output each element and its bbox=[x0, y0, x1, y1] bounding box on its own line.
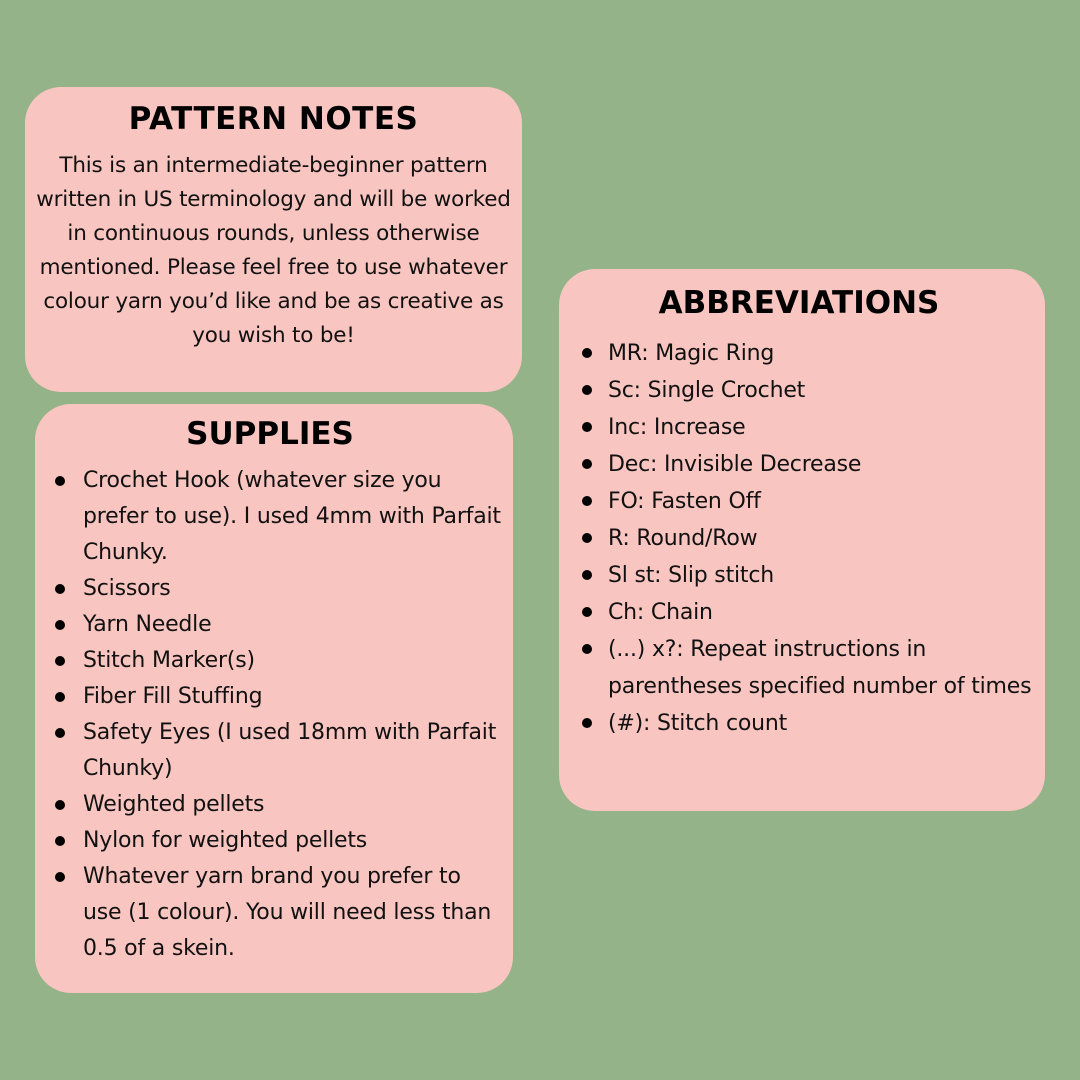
abbreviations-list-item: Sl st: Slip stitch bbox=[559, 557, 1039, 594]
supplies-item-text: Yarn Needle bbox=[83, 612, 212, 637]
abbreviations-list-item: (...) x?: Repeat instructions in parenth… bbox=[559, 631, 1039, 705]
abbreviation-text: FO: Fasten Off bbox=[608, 489, 761, 514]
abbreviations-list-item: R: Round/Row bbox=[559, 520, 1039, 557]
abbreviations-list-item: Ch: Chain bbox=[559, 594, 1039, 631]
abbreviations-list-item: FO: Fasten Off bbox=[559, 483, 1039, 520]
supplies-list-item: Stitch Marker(s) bbox=[35, 643, 505, 679]
bullet-icon bbox=[582, 348, 592, 358]
bullet-icon bbox=[582, 570, 592, 580]
supplies-list-item: Crochet Hook (whatever size you prefer t… bbox=[35, 463, 505, 571]
bullet-icon bbox=[582, 533, 592, 543]
abbreviations-list-item: Sc: Single Crochet bbox=[559, 372, 1039, 409]
supplies-list-item: Weighted pellets bbox=[35, 787, 505, 823]
bullet-icon bbox=[55, 836, 65, 846]
abbreviation-text: Inc: Increase bbox=[608, 415, 746, 440]
abbreviation-text: MR: Magic Ring bbox=[608, 341, 775, 366]
abbreviations-card: ABBREVIATIONS MR: Magic Ring Sc: Single … bbox=[559, 269, 1045, 811]
pattern-notes-body: This is an intermediate-beginner pattern… bbox=[36, 153, 511, 348]
abbreviation-text: Sc: Single Crochet bbox=[608, 378, 806, 403]
supplies-list-item: Safety Eyes (I used 18mm with Parfait Ch… bbox=[35, 715, 505, 787]
pattern-notes-title: PATTERN NOTES bbox=[128, 101, 419, 137]
abbreviations-list-item: Dec: Invisible Decrease bbox=[559, 446, 1039, 483]
supplies-item-text: Whatever yarn brand you prefer to use (1… bbox=[83, 864, 492, 961]
supplies-list-item: Nylon for weighted pellets bbox=[35, 823, 505, 859]
supplies-title: SUPPLIES bbox=[186, 416, 354, 452]
supplies-item-text: Nylon for weighted pellets bbox=[83, 828, 368, 853]
supplies-list-item: Whatever yarn brand you prefer to use (1… bbox=[35, 859, 505, 967]
abbreviation-text: (...) x?: Repeat instructions in parenth… bbox=[608, 637, 1032, 699]
bullet-icon bbox=[55, 800, 65, 810]
abbreviation-text: Dec: Invisible Decrease bbox=[608, 452, 862, 477]
abbreviations-list-item: Inc: Increase bbox=[559, 409, 1039, 446]
bullet-icon bbox=[55, 476, 65, 486]
bullet-icon bbox=[55, 584, 65, 594]
abbreviation-text: Sl st: Slip stitch bbox=[608, 563, 774, 588]
abbreviation-text: Ch: Chain bbox=[608, 600, 713, 625]
supplies-item-text: Fiber Fill Stuffing bbox=[83, 684, 263, 709]
pattern-notes-card: PATTERN NOTES This is an intermediate-be… bbox=[25, 87, 522, 392]
supplies-list-item: Fiber Fill Stuffing bbox=[35, 679, 505, 715]
bullet-icon bbox=[55, 692, 65, 702]
supplies-card: SUPPLIES Crochet Hook (whatever size you… bbox=[35, 404, 513, 993]
supplies-item-text: Scissors bbox=[83, 576, 171, 601]
bullet-icon bbox=[582, 385, 592, 395]
supplies-item-text: Crochet Hook (whatever size you prefer t… bbox=[83, 468, 501, 565]
supplies-item-text: Safety Eyes (I used 18mm with Parfait Ch… bbox=[83, 720, 497, 781]
bullet-icon bbox=[582, 422, 592, 432]
bullet-icon bbox=[582, 644, 592, 654]
abbreviation-text: (#): Stitch count bbox=[608, 711, 788, 736]
bullet-icon bbox=[582, 496, 592, 506]
bullet-icon bbox=[55, 656, 65, 666]
bullet-icon bbox=[55, 620, 65, 630]
abbreviation-text: R: Round/Row bbox=[608, 526, 758, 551]
abbreviations-list-item: (#): Stitch count bbox=[559, 705, 1039, 742]
bullet-icon bbox=[582, 459, 592, 469]
supplies-item-text: Weighted pellets bbox=[83, 792, 265, 817]
bullet-icon bbox=[582, 718, 592, 728]
bullet-icon bbox=[582, 607, 592, 617]
supplies-list-item: Yarn Needle bbox=[35, 607, 505, 643]
supplies-item-text: Stitch Marker(s) bbox=[83, 648, 255, 673]
supplies-list-item: Scissors bbox=[35, 571, 505, 607]
supplies-list: Crochet Hook (whatever size you prefer t… bbox=[35, 463, 505, 967]
abbreviations-title: ABBREVIATIONS bbox=[658, 285, 940, 321]
abbreviations-list: MR: Magic Ring Sc: Single Crochet Inc: I… bbox=[559, 335, 1039, 742]
bullet-icon bbox=[55, 728, 65, 738]
abbreviations-list-item: MR: Magic Ring bbox=[559, 335, 1039, 372]
bullet-icon bbox=[55, 872, 65, 882]
